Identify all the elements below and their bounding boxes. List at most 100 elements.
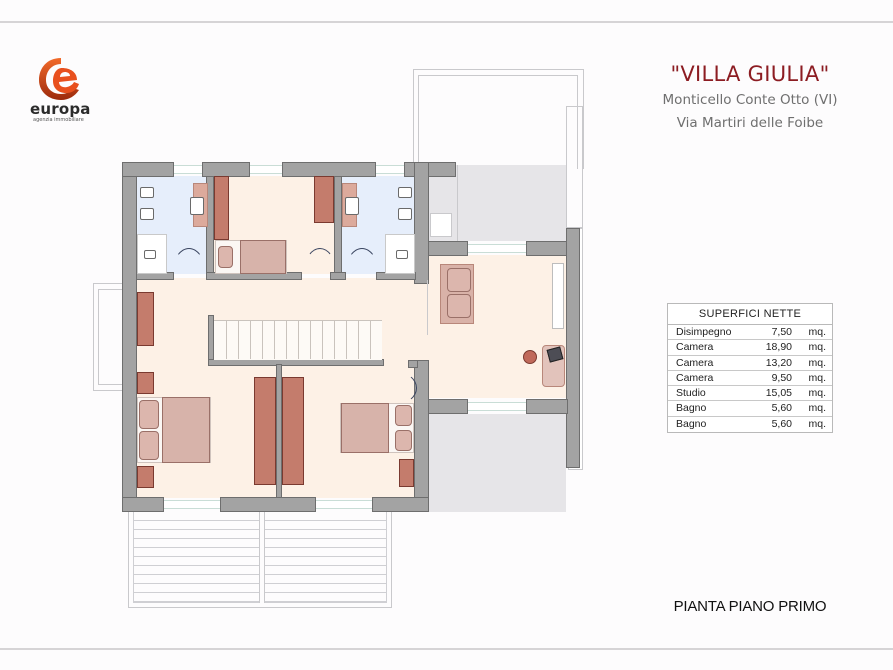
nightstand bbox=[137, 372, 154, 394]
wall-bath-right-studio bbox=[414, 162, 429, 284]
wall-top-1 bbox=[122, 162, 174, 177]
wardrobe bbox=[214, 176, 229, 240]
wardrobe bbox=[314, 176, 334, 223]
area-unit: mq. bbox=[808, 341, 826, 354]
seat-cushion-icon bbox=[447, 294, 471, 318]
property-location: Monticello Conte Otto (VI) bbox=[662, 92, 838, 108]
room-name: Studio bbox=[676, 387, 706, 400]
radiator-icon bbox=[552, 263, 564, 329]
wall-stair-bottom bbox=[208, 359, 384, 366]
nightstand bbox=[399, 459, 414, 487]
room-area: 18,90 bbox=[765, 341, 792, 354]
window-top-3 bbox=[376, 165, 404, 174]
bottom-rule bbox=[0, 648, 893, 650]
door-swing-icon bbox=[172, 248, 206, 298]
upper-balcony-outline bbox=[413, 69, 584, 169]
stair-step bbox=[370, 320, 371, 359]
wall-bottom-3 bbox=[372, 497, 429, 512]
pillow-icon bbox=[395, 405, 412, 426]
single-bed-icon bbox=[240, 240, 286, 274]
stair-step bbox=[274, 320, 275, 359]
table-row: Bagno 5,60 mq. bbox=[668, 401, 832, 417]
top-rule bbox=[0, 21, 893, 23]
property-address: Via Martiri delle Foibe bbox=[676, 115, 824, 131]
brand-name: europa bbox=[30, 100, 91, 118]
room-area: 13,20 bbox=[765, 356, 792, 369]
table-row: Studio 15,05 mq. bbox=[668, 386, 832, 402]
window-studio-bottom bbox=[468, 402, 526, 411]
wardrobe bbox=[282, 377, 304, 485]
window-top-2 bbox=[250, 165, 282, 174]
shower-drain-icon bbox=[396, 250, 408, 259]
area-unit: mq. bbox=[808, 402, 826, 415]
stair-step bbox=[334, 320, 335, 359]
stair-step bbox=[250, 320, 251, 359]
room-area: 5,60 bbox=[771, 402, 792, 415]
wall-studio-top-right bbox=[526, 241, 568, 256]
seat-cushion-icon bbox=[447, 268, 471, 292]
room-name: Disimpegno bbox=[676, 326, 732, 338]
sink-icon bbox=[345, 197, 359, 215]
sink-icon bbox=[190, 197, 204, 215]
wall-bedroom-right-stub bbox=[408, 360, 418, 368]
area-unit: mq. bbox=[808, 387, 826, 400]
area-unit: mq. bbox=[808, 371, 826, 384]
room-name: Camera bbox=[676, 371, 714, 384]
surfaces-table-heading: SUPERFICI NETTE bbox=[668, 304, 832, 325]
wall-bottom-1 bbox=[122, 497, 164, 512]
wall-studio-top-left bbox=[428, 241, 468, 256]
wall-bedroom-top-right bbox=[334, 176, 342, 276]
stair-step bbox=[310, 320, 311, 359]
wardrobe bbox=[137, 292, 154, 346]
wall-outer-left bbox=[122, 162, 137, 512]
pillow-icon bbox=[218, 246, 233, 268]
surfaces-table: SUPERFICI NETTE Disimpegno 7,50 mq. Camera… bbox=[667, 303, 833, 434]
wardrobe bbox=[254, 377, 276, 485]
shower-drain-icon bbox=[144, 250, 156, 259]
double-bed-icon bbox=[341, 403, 389, 453]
room-name: Camera bbox=[676, 356, 714, 369]
wall-top-4 bbox=[404, 162, 456, 177]
bottom-balcony-outline bbox=[128, 512, 392, 608]
room-name: Bagno bbox=[676, 402, 707, 415]
double-bed-icon bbox=[162, 397, 210, 463]
stair-step bbox=[262, 320, 263, 359]
terrace-bottom bbox=[429, 414, 566, 512]
stair-step bbox=[298, 320, 299, 359]
table-row: Camera 13,20 mq. bbox=[668, 356, 832, 371]
stair-step bbox=[358, 320, 359, 359]
toilet-icon bbox=[398, 208, 412, 220]
upper-balcony-inner bbox=[418, 75, 578, 169]
room-area: 5,60 bbox=[771, 417, 792, 430]
terrace-top-divider bbox=[457, 165, 458, 241]
wall-studio-right bbox=[566, 228, 580, 468]
stair-step bbox=[322, 320, 323, 359]
brand-tagline: agenzia immobiliare bbox=[33, 117, 84, 123]
room-area: 7,50 bbox=[771, 326, 792, 338]
left-balcony-inner bbox=[98, 289, 123, 385]
property-title: "VILLA GIULIA" bbox=[670, 62, 830, 86]
room-area: 15,05 bbox=[765, 387, 792, 400]
office-chair-icon bbox=[523, 350, 537, 364]
toilet-icon bbox=[140, 208, 154, 220]
right-parapet-upper bbox=[566, 106, 583, 228]
window-studio-top bbox=[468, 244, 526, 253]
bidet-icon bbox=[398, 187, 412, 198]
area-unit: mq. bbox=[808, 417, 826, 430]
window-bottom-2 bbox=[316, 500, 372, 509]
wall-top-2 bbox=[202, 162, 250, 177]
area-unit: mq. bbox=[808, 356, 826, 369]
wall-bottom-2 bbox=[220, 497, 316, 512]
window-top-1 bbox=[174, 165, 202, 174]
pillow-icon bbox=[139, 400, 159, 429]
pillow-icon bbox=[139, 431, 159, 460]
terrace-top-fixture bbox=[430, 213, 452, 237]
wall-studio-bottom-left bbox=[428, 399, 468, 414]
nightstand bbox=[137, 466, 154, 488]
door-swing-icon bbox=[345, 248, 379, 298]
left-balcony-outline bbox=[93, 283, 123, 391]
